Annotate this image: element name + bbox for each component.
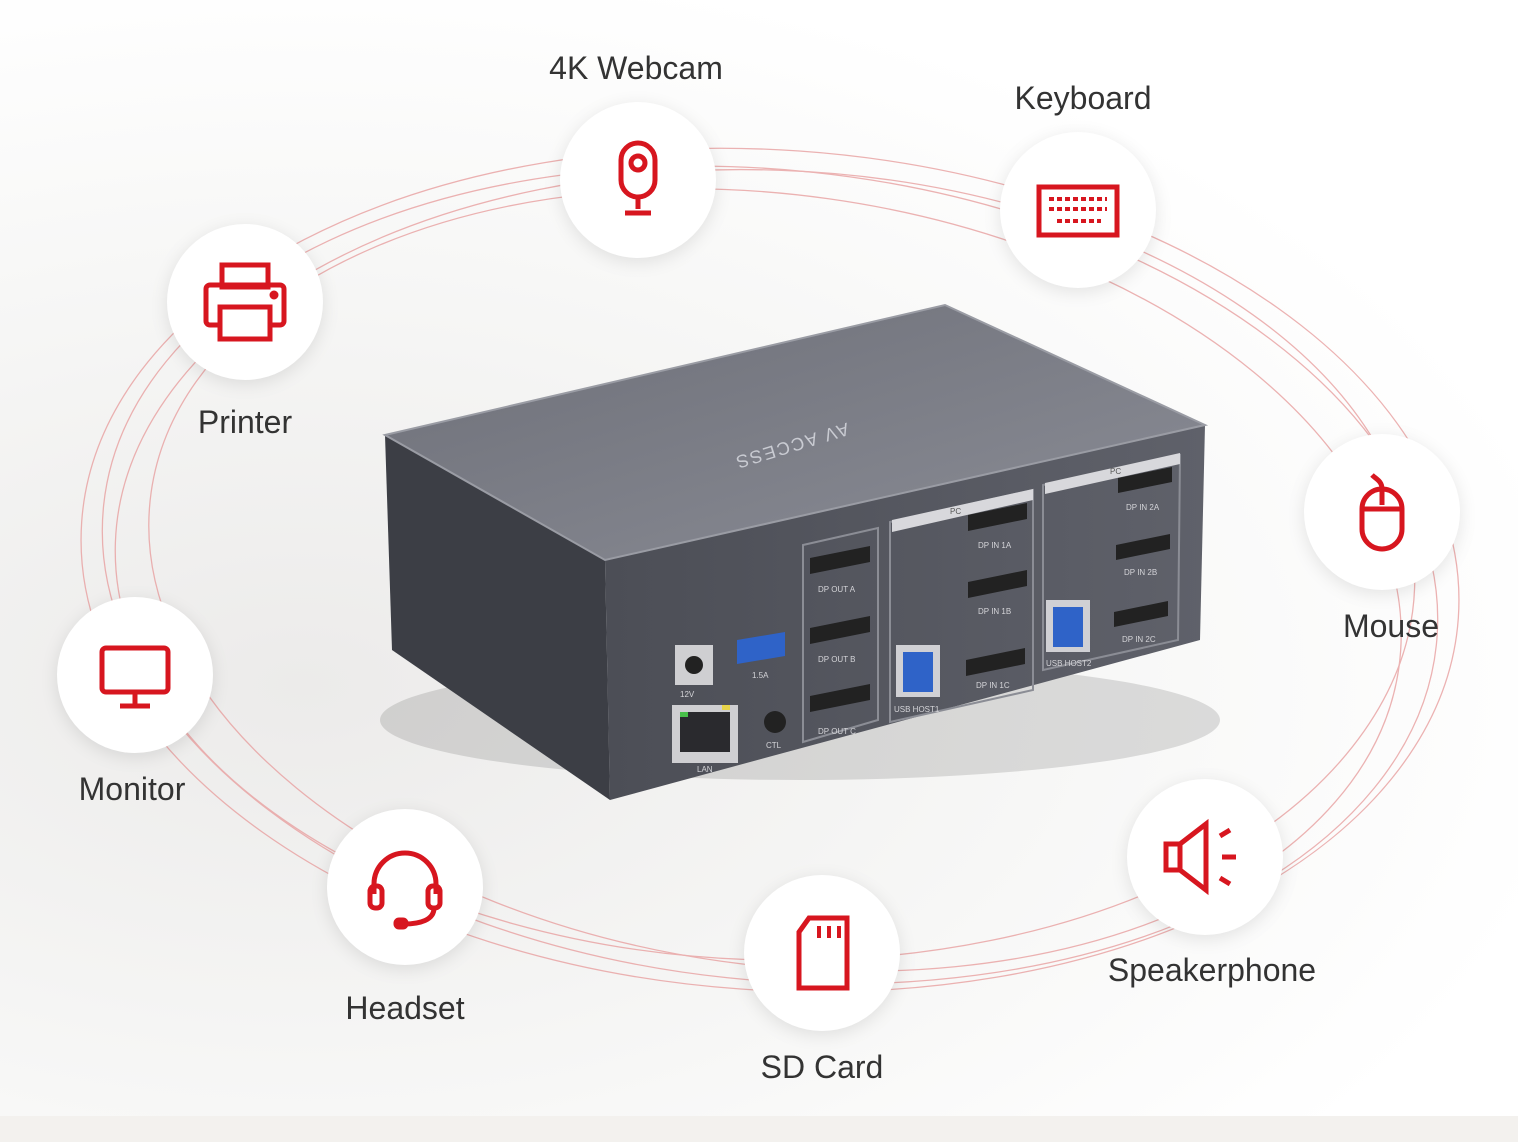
dp-out-a: DP OUT A <box>810 546 870 594</box>
monitor-node <box>57 597 213 753</box>
printer-node <box>167 224 323 380</box>
ctl-label: CTL <box>766 741 782 750</box>
svg-text:USB HOST1: USB HOST1 <box>894 705 940 714</box>
sd-card-label: SD Card <box>760 1049 884 1085</box>
headset-label: Headset <box>345 990 465 1026</box>
keyboard-node <box>1000 132 1156 288</box>
monitor-icon <box>99 645 171 709</box>
speakerphone-node <box>1127 779 1283 935</box>
usb-host1-port: USB HOST1 <box>894 645 940 714</box>
bottom-band <box>0 1116 1518 1142</box>
sd-card-icon <box>796 915 850 991</box>
svg-text:DP OUT C: DP OUT C <box>818 727 856 736</box>
dp-in-1a: DP IN 1A <box>968 503 1027 550</box>
pc2-header: PC <box>1110 467 1121 476</box>
printer-label: Printer <box>197 404 293 440</box>
mouse-node <box>1304 434 1460 590</box>
svg-text:DP IN 1C: DP IN 1C <box>976 681 1010 690</box>
webcam-icon <box>618 140 658 216</box>
mouse-icon <box>1359 473 1405 552</box>
dp-in-1b: DP IN 1B <box>968 570 1027 616</box>
usb-host2-port: USB HOST2 <box>1046 600 1092 668</box>
keyboard-icon <box>1036 184 1120 238</box>
usb-current-label: 1.5A <box>752 671 769 680</box>
device-side-face <box>385 435 610 800</box>
dp-in-1c: DP IN 1C <box>966 648 1025 690</box>
mouse-label: Mouse <box>1342 608 1440 644</box>
dp-in-2a: DP IN 2A <box>1118 467 1172 512</box>
svg-text:DP OUT B: DP OUT B <box>818 655 856 664</box>
dp-out-c: DP OUT C <box>810 684 870 736</box>
power-label: 12V <box>680 690 695 699</box>
device-top-face <box>382 303 1209 562</box>
dp-out-group <box>802 526 879 744</box>
sd-card-node <box>744 875 900 1031</box>
speakerphone-icon <box>1163 818 1236 896</box>
usb-a-port <box>737 632 785 664</box>
svg-text:USB HOST2: USB HOST2 <box>1046 659 1092 668</box>
keyboard-label: Keyboard <box>1014 80 1152 116</box>
lan-label: LAN <box>697 765 713 774</box>
svg-text:DP IN 1B: DP IN 1B <box>978 607 1011 616</box>
svg-text:DP OUT A: DP OUT A <box>818 585 856 594</box>
speakerphone-label: Speakerphone <box>1107 952 1317 988</box>
ring <box>80 147 1460 993</box>
ctl-port <box>764 711 786 733</box>
monitor-label: Monitor <box>78 771 186 807</box>
svg-text:DP IN 2B: DP IN 2B <box>1124 568 1157 577</box>
ring <box>148 188 1402 972</box>
webcam-node <box>560 102 716 258</box>
pc1-header: PC <box>950 507 961 516</box>
device-front-face <box>605 425 1205 800</box>
headset-icon <box>367 850 443 930</box>
headset-node <box>327 809 483 965</box>
dp-out-b: DP OUT B <box>810 616 870 664</box>
svg-text:DP IN 1A: DP IN 1A <box>978 541 1012 550</box>
dp-in-2c: DP IN 2C <box>1114 601 1168 644</box>
webcam-label: 4K Webcam <box>549 50 723 86</box>
svg-text:DP IN 2C: DP IN 2C <box>1122 635 1156 644</box>
dp-in-2b: DP IN 2B <box>1116 534 1170 577</box>
printer-icon <box>203 262 287 342</box>
svg-text:DP IN 2A: DP IN 2A <box>1126 503 1160 512</box>
